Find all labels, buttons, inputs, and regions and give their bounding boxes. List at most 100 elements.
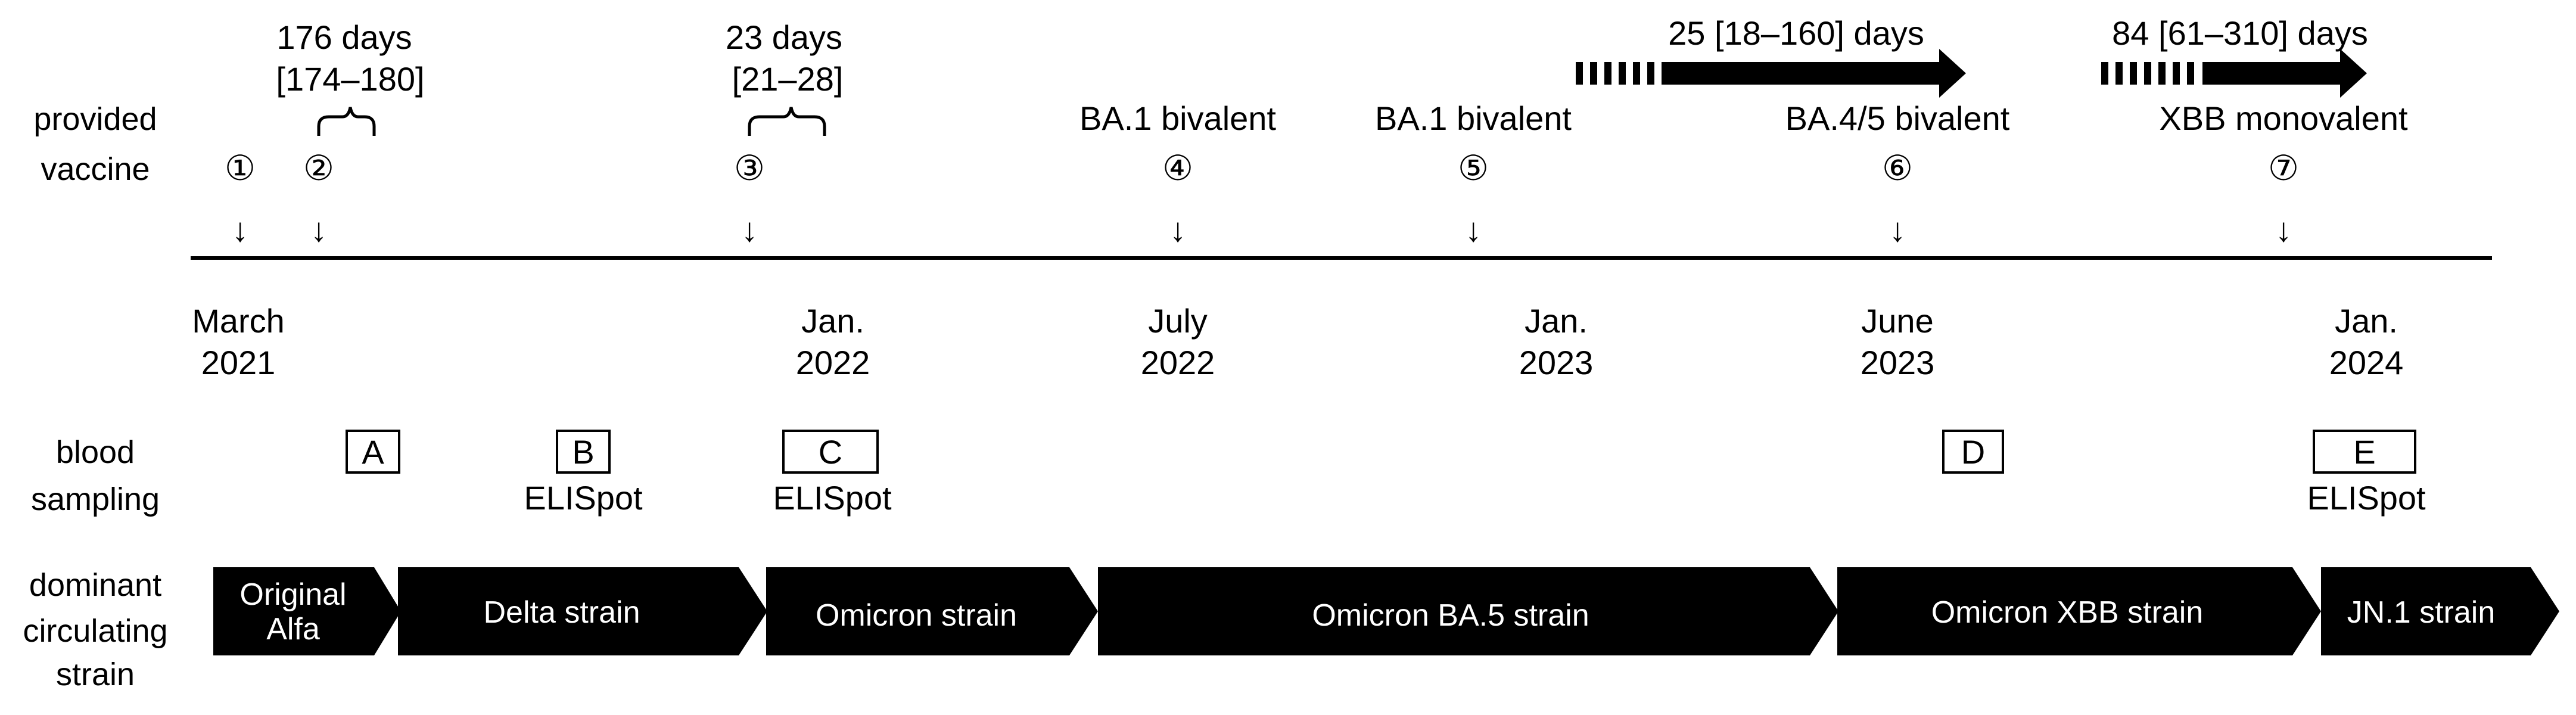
vaccine-dose-3-number: ③ bbox=[734, 149, 765, 188]
strain-5-shape bbox=[1837, 567, 2321, 655]
sample-b-letter: B bbox=[572, 433, 594, 471]
vaccine-dose-5-number: ⑤ bbox=[1458, 149, 1489, 188]
vaccine-dose-2-arrow: ↓ bbox=[310, 211, 327, 248]
row-label-vaccine-line2: vaccine bbox=[41, 151, 150, 187]
row-label-strain-line3: strain bbox=[56, 657, 135, 692]
interval-1-range: [174–180] bbox=[276, 60, 424, 98]
sample-e: E ELISpot bbox=[2307, 430, 2426, 517]
strain-delta: Delta strain bbox=[398, 567, 767, 655]
row-label-strain: dominant circulating strain bbox=[23, 567, 167, 692]
vaccine-dose-5-arrow: ↓ bbox=[1465, 211, 1482, 248]
vaccine-dose-1-number: ① bbox=[225, 149, 256, 188]
strain-4-label: Omicron BA.5 strain bbox=[1312, 598, 1589, 633]
strain-1-shape bbox=[213, 567, 401, 655]
sample-d-letter: D bbox=[1961, 433, 1985, 471]
date-5-month: June bbox=[1861, 302, 1933, 340]
strain-omicron: Omicron strain bbox=[766, 567, 1098, 655]
range-arrow-2-head bbox=[2202, 49, 2367, 98]
range-arrow-1: 25 [18–160] days bbox=[1576, 14, 1966, 98]
vaccine-dose-7-label: XBB monovalent bbox=[2159, 100, 2408, 137]
date-6-year: 2024 bbox=[2329, 344, 2404, 381]
strain-6-label: JN.1 strain bbox=[2347, 595, 2496, 630]
sample-e-assay: ELISpot bbox=[2307, 479, 2426, 517]
strain-5-label: Omicron XBB strain bbox=[1931, 595, 2204, 630]
sample-a: A bbox=[346, 430, 400, 474]
strain-2-label: Delta strain bbox=[484, 595, 640, 630]
vaccine-dose-4-label: BA.1 bivalent bbox=[1079, 100, 1276, 137]
interval-1-brace bbox=[317, 107, 376, 136]
row-label-blood: blood sampling bbox=[31, 434, 160, 517]
sample-d: D bbox=[1942, 430, 2004, 474]
vaccine-dose-6-label: BA.4/5 bivalent bbox=[1785, 100, 2010, 137]
sample-c-box bbox=[782, 430, 879, 474]
date-2-month: Jan. bbox=[801, 302, 864, 340]
date-6-month: Jan. bbox=[2335, 302, 2398, 340]
vaccine-dose-6: BA.4/5 bivalent ⑥ ↓ bbox=[1785, 100, 2010, 248]
date-1-month: March bbox=[192, 302, 285, 340]
interval-1-days: 176 days bbox=[276, 18, 412, 56]
vaccine-dose-6-number: ⑥ bbox=[1882, 149, 1913, 188]
sample-b-assay: ELISpot bbox=[524, 479, 643, 517]
vaccine-dose-4-arrow: ↓ bbox=[1169, 211, 1186, 248]
date-2-year: 2022 bbox=[796, 344, 870, 381]
row-label-vaccine-line1: provided bbox=[33, 101, 157, 137]
interval-annotation-1: 176 days [174–180] bbox=[276, 18, 425, 136]
date-july-2022: July 2022 bbox=[1141, 302, 1215, 381]
vaccine-dose-3: ③ ↓ bbox=[734, 149, 765, 248]
date-3-year: 2022 bbox=[1141, 344, 1215, 381]
date-jan-2023: Jan. 2023 bbox=[1519, 302, 1594, 381]
strain-3-label: Omicron strain bbox=[816, 598, 1017, 633]
row-label-blood-line2: sampling bbox=[31, 481, 160, 517]
sample-b-box bbox=[556, 430, 611, 474]
vaccine-dose-4-number: ④ bbox=[1162, 149, 1193, 188]
strain-4-shape bbox=[1098, 567, 1838, 655]
vaccine-dose-7-number: ⑦ bbox=[2268, 149, 2299, 188]
strain-1-label-line2: Alfa bbox=[266, 612, 320, 646]
sample-e-box bbox=[2313, 430, 2416, 474]
sample-c: C ELISpot bbox=[773, 430, 892, 517]
strain-1-label-line1: Original bbox=[239, 577, 346, 612]
sample-c-letter: C bbox=[819, 433, 842, 471]
strain-jn1: JN.1 strain bbox=[2321, 567, 2559, 655]
vaccine-dose-2-number: ② bbox=[303, 149, 334, 188]
vaccine-dose-1: ① ↓ bbox=[225, 149, 256, 248]
vaccine-dose-4: BA.1 bivalent ④ ↓ bbox=[1079, 100, 1276, 248]
date-jan-2024: Jan. 2024 bbox=[2329, 302, 2404, 381]
strain-original-alfa: Original Alfa bbox=[213, 567, 401, 655]
row-label-strain-line2: circulating bbox=[23, 613, 167, 649]
vaccine-dose-5: BA.1 bivalent ⑤ ↓ bbox=[1375, 100, 1572, 248]
strain-2-shape bbox=[398, 567, 767, 655]
interval-annotation-2: 23 days [21–28] bbox=[726, 18, 843, 136]
interval-2-brace bbox=[748, 107, 826, 136]
sample-a-box bbox=[346, 430, 400, 474]
row-label-vaccine: provided vaccine bbox=[33, 101, 157, 187]
date-3-month: July bbox=[1148, 302, 1208, 340]
vaccine-dose-7: XBB monovalent ⑦ ↓ bbox=[2159, 100, 2408, 248]
date-4-year: 2023 bbox=[1519, 344, 1594, 381]
strain-omicron-xbb: Omicron XBB strain bbox=[1837, 567, 2321, 655]
vaccine-dose-6-arrow: ↓ bbox=[1889, 211, 1906, 248]
range-arrow-1-label: 25 [18–160] days bbox=[1668, 14, 1924, 52]
sample-d-box bbox=[1942, 430, 2004, 474]
interval-2-days: 23 days bbox=[726, 18, 842, 56]
vaccine-dose-1-arrow: ↓ bbox=[232, 211, 248, 248]
row-label-strain-line1: dominant bbox=[29, 567, 161, 603]
strain-3-shape bbox=[766, 567, 1098, 655]
range-arrow-2: 84 [61–310] days bbox=[2101, 14, 2368, 98]
date-jan-2022: Jan. 2022 bbox=[796, 302, 870, 381]
date-4-month: Jan. bbox=[1525, 302, 1588, 340]
range-arrow-2-label: 84 [61–310] days bbox=[2112, 14, 2368, 52]
date-1-year: 2021 bbox=[201, 344, 276, 381]
range-arrow-2-dashes bbox=[2101, 62, 2194, 85]
vaccine-dose-3-arrow: ↓ bbox=[741, 211, 758, 248]
date-june-2023: June 2023 bbox=[1861, 302, 1935, 381]
range-arrow-1-head bbox=[1662, 49, 1966, 98]
sample-e-letter: E bbox=[2353, 433, 2375, 471]
sample-c-assay: ELISpot bbox=[773, 479, 892, 517]
vaccine-dose-2: ② ↓ bbox=[303, 149, 334, 248]
strain-6-shape bbox=[2321, 567, 2559, 655]
vaccine-dose-5-label: BA.1 bivalent bbox=[1375, 100, 1572, 137]
sample-b: B ELISpot bbox=[524, 430, 643, 517]
interval-2-range: [21–28] bbox=[732, 60, 844, 98]
